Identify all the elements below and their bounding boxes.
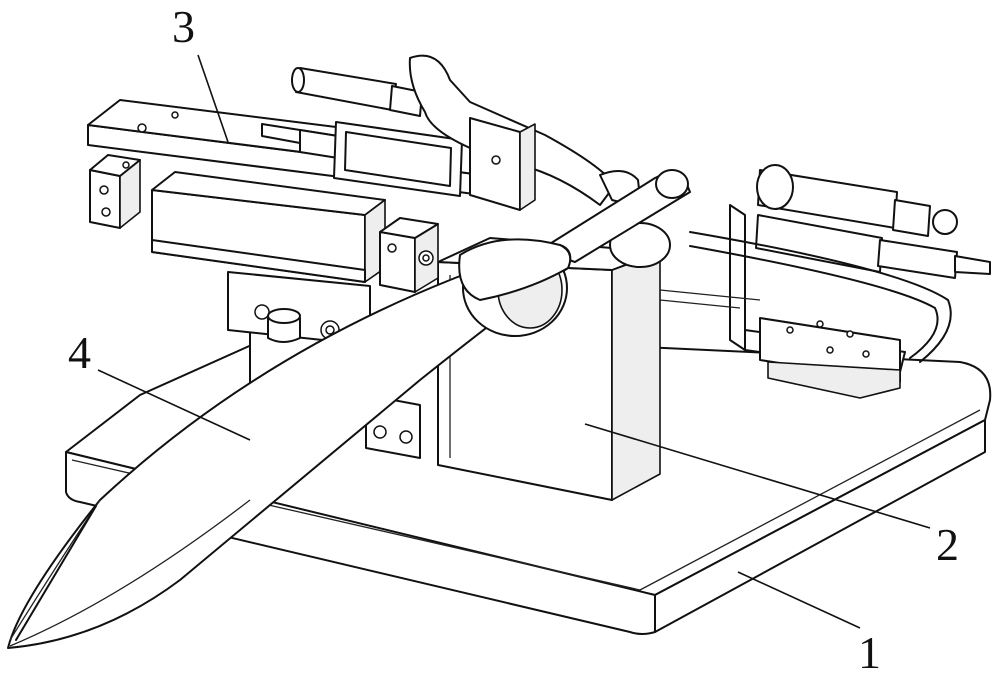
leader-lines: [97, 54, 931, 629]
part-labels: 1 2 3 4: [68, 1, 959, 675]
main-cylinder: [151, 171, 386, 283]
leader-1: [737, 571, 861, 629]
label-1: 1: [858, 627, 881, 675]
propeller-blade: [7, 238, 572, 649]
right-sensor-assembly: [659, 164, 991, 399]
label-3: 3: [172, 1, 195, 52]
shaft: [539, 169, 691, 263]
label-4: 4: [68, 327, 91, 378]
leader-4: [97, 369, 251, 441]
leader-2: [584, 423, 931, 529]
rear-cylinders: [261, 67, 463, 197]
leader-3: [197, 54, 229, 143]
clamp-arm: [408, 54, 641, 211]
left-end-block: [89, 154, 141, 229]
label-2: 2: [936, 519, 959, 570]
connector-block: [379, 217, 439, 293]
